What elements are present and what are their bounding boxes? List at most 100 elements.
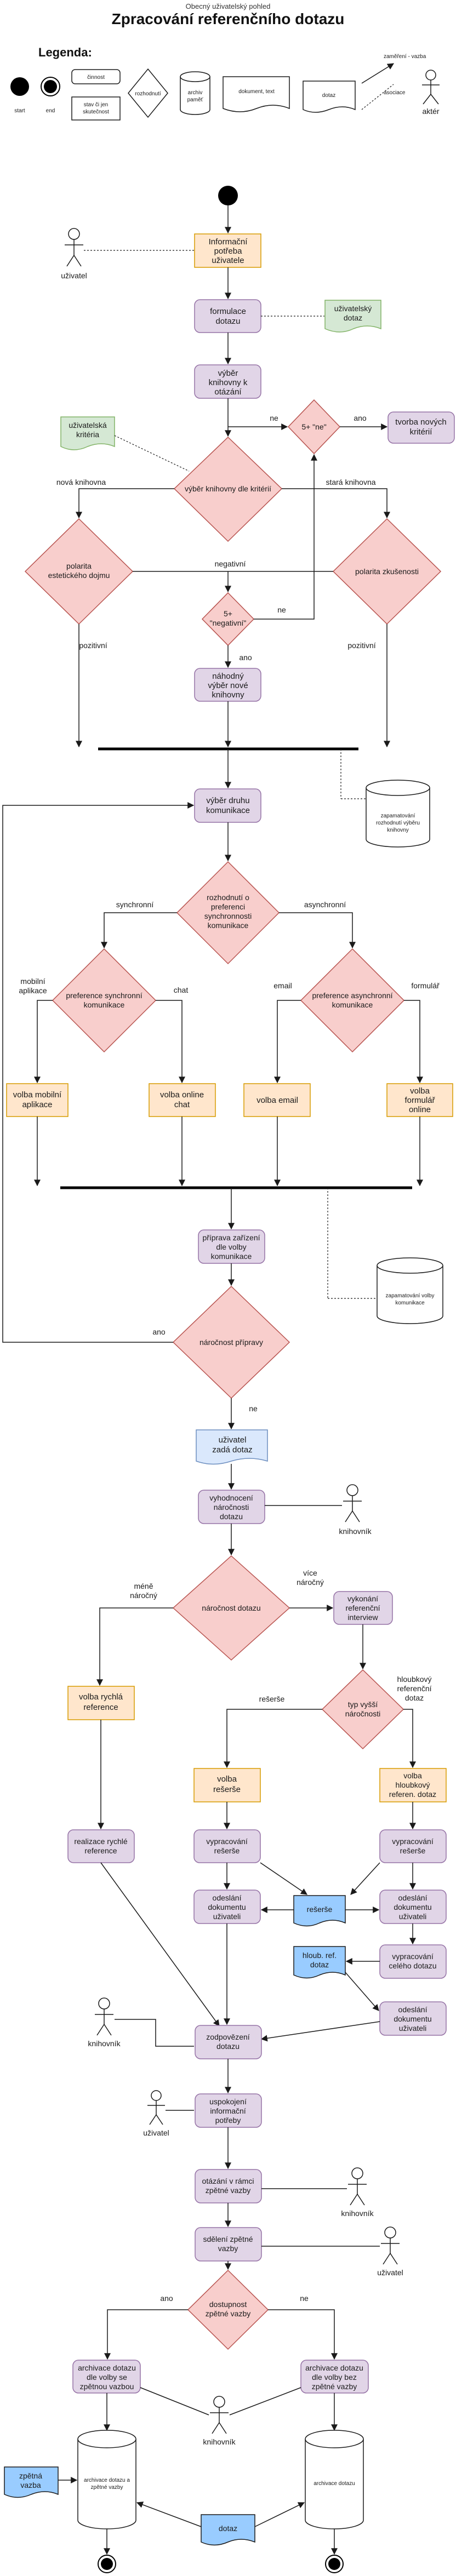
svg-text:nová knihovna: nová knihovna — [56, 478, 106, 486]
svg-text:zapamatování: zapamatování — [381, 813, 415, 819]
give-feedback-activity: sdělení zpětné vazby — [195, 2227, 262, 2262]
svg-text:kritéria: kritéria — [76, 430, 99, 439]
svg-text:"negativní": "negativní" — [210, 619, 247, 627]
svg-text:odeslání: odeslání — [398, 1893, 428, 1902]
svg-text:výběr knihovny dle kritérií: výběr knihovny dle kritérií — [185, 484, 271, 493]
send-doc-user-3: odeslání dokumentu uživateli — [379, 2001, 447, 2036]
svg-text:hloubkový: hloubkový — [397, 1675, 431, 1684]
feedback-document: zpětná vazba — [4, 2466, 59, 2498]
svg-text:informační: informační — [210, 2106, 246, 2115]
svg-text:ne: ne — [249, 1404, 258, 1413]
svg-text:uspokojení: uspokojení — [209, 2097, 247, 2106]
svg-text:ne: ne — [300, 2294, 309, 2303]
svg-text:zpětné vazby: zpětné vazby — [91, 2485, 123, 2491]
svg-text:uživateli: uživateli — [213, 1912, 241, 1921]
comm-choice-storage: zapamatování volby komunikace — [377, 1257, 443, 1324]
svg-text:otázání v rámci: otázání v rámci — [202, 2177, 254, 2185]
online-chat-choice: volba online chat — [149, 1083, 216, 1117]
info-need-state: Informační potřeba uživatele — [194, 233, 261, 268]
svg-text:polarita: polarita — [66, 562, 92, 570]
svg-text:méně: méně — [134, 1582, 153, 1590]
send-doc-user-1: odeslání dokumentu uživateli — [193, 1890, 261, 1924]
svg-text:archiv: archiv — [188, 90, 203, 96]
actor-user-1: uživatel — [61, 228, 87, 280]
formulate-query-activity: formulace dotazu — [194, 299, 261, 333]
research-document: rešerše — [293, 1895, 346, 1927]
svg-text:vazby: vazby — [218, 2244, 238, 2253]
svg-text:paměť: paměť — [187, 97, 203, 103]
svg-text:dokument, text: dokument, text — [238, 89, 275, 95]
svg-text:hloubkový: hloubkový — [395, 1781, 430, 1789]
svg-text:dle volby se: dle volby se — [87, 2373, 127, 2382]
svg-text:volba: volba — [403, 1771, 422, 1780]
actor-librarian-3: knihovník — [341, 2167, 374, 2218]
svg-text:mobilní: mobilní — [20, 977, 45, 986]
legend-heading: Legenda: — [38, 45, 92, 59]
svg-text:dostupnost: dostupnost — [209, 2300, 247, 2309]
svg-text:asociace: asociace — [384, 90, 406, 96]
svg-text:asynchronní: asynchronní — [304, 900, 346, 909]
page-subtitle: Obecný uživatelský pohled — [186, 2, 271, 10]
random-library-activity: náhodný výběr nové knihovny — [194, 668, 261, 702]
quick-reference-choice: volba rychlá reference — [67, 1686, 135, 1720]
svg-text:odeslání: odeslání — [398, 2005, 428, 2014]
svg-text:pozitivní: pozitivní — [79, 641, 107, 650]
choose-library-activity: výběr knihovny k otázání — [194, 364, 261, 399]
svg-text:uživatele: uživatele — [212, 256, 244, 265]
svg-text:stará knihovna: stará knihovna — [326, 478, 375, 486]
five-negative-decision: 5+ "negativní" — [201, 592, 255, 646]
query-difficulty-decision: náročnost dotazu — [172, 1555, 290, 1661]
svg-text:zpětné vazby: zpětné vazby — [312, 2382, 357, 2391]
actor-librarian-1: knihovník — [339, 1484, 372, 1536]
user-criteria-document: uživatelská kritéria — [60, 416, 115, 450]
svg-text:dotazu: dotazu — [215, 317, 240, 326]
svg-text:knihovník: knihovník — [88, 2039, 121, 2048]
legend-actor: aktér — [422, 70, 440, 116]
svg-text:výběr nové: výběr nové — [208, 681, 248, 690]
svg-text:uživatelská: uživatelská — [69, 421, 106, 430]
legend-end: end — [41, 77, 60, 114]
legend-storage: archiv paměť — [180, 71, 210, 115]
svg-text:uživateli: uživateli — [399, 1912, 427, 1921]
svg-text:vyhodnocení: vyhodnocení — [209, 1493, 253, 1502]
svg-text:volba mobilní: volba mobilní — [13, 1090, 62, 1100]
svg-text:aplikace: aplikace — [22, 1100, 52, 1109]
svg-text:rešerše: rešerše — [307, 1905, 333, 1914]
assess-difficulty-activity: vyhodnocení náročnosti dotazu — [198, 1490, 265, 1524]
archive-query-storage: archivace dotazu — [305, 2430, 364, 2529]
page-title: Zpracování referenčního dotazu — [112, 10, 345, 27]
end-node-left — [98, 2555, 116, 2573]
svg-text:zpětnou vazbou: zpětnou vazbou — [80, 2382, 134, 2391]
svg-text:5+: 5+ — [224, 609, 232, 618]
svg-text:příprava zařízení: příprava zařízení — [202, 1233, 260, 1242]
aesthetic-polarity-decision: polarita estetického dojmu — [24, 518, 134, 625]
reference-interview-activity: vykonání referenční interview — [333, 1591, 393, 1625]
archive-with-feedback-activity: archivace dotazu dle volby se zpětnou va… — [72, 2360, 141, 2394]
svg-text:ano: ano — [354, 414, 367, 422]
svg-text:tvorba nových: tvorba nových — [395, 417, 446, 427]
svg-text:5+ "ne": 5+ "ne" — [301, 422, 326, 431]
prefer-sync-decision: preference synchronní komunikace — [52, 948, 157, 1053]
svg-text:otázání: otázání — [214, 387, 242, 397]
svg-text:negativní: negativní — [215, 559, 246, 568]
five-no-decision: 5+ "ne" — [287, 399, 341, 455]
choose-by-criteria-decision: výběr knihovny dle kritérií — [173, 436, 283, 542]
email-choice: volba email — [243, 1083, 311, 1117]
svg-text:rozhodnutí výběru: rozhodnutí výběru — [376, 820, 420, 826]
svg-text:knihovny k: knihovny k — [209, 378, 248, 387]
svg-text:volba: volba — [217, 1774, 237, 1784]
svg-text:estetického dojmu: estetického dojmu — [48, 571, 110, 580]
svg-text:vypracování: vypracování — [206, 1837, 248, 1846]
svg-text:dotaz: dotaz — [405, 1693, 424, 1702]
svg-text:uživatel: uživatel — [219, 1435, 247, 1445]
legend-query: dotaz — [303, 81, 356, 113]
svg-text:sdělení zpětné: sdělení zpětné — [203, 2235, 253, 2243]
prepare-device-activity: příprava zařízení dle volby komunikace — [198, 1229, 265, 1264]
research-choice: volba rešerše — [193, 1768, 261, 1802]
svg-text:hloub. ref.: hloub. ref. — [303, 1951, 337, 1960]
svg-text:zaměření - vazba: zaměření - vazba — [384, 54, 426, 60]
svg-text:komunikace: komunikace — [84, 1000, 125, 1009]
svg-text:formulář: formulář — [404, 1096, 435, 1105]
quick-reference-activity: realizace rychlé reference — [67, 1829, 135, 1863]
svg-text:zpětné vazby: zpětné vazby — [206, 2186, 251, 2195]
